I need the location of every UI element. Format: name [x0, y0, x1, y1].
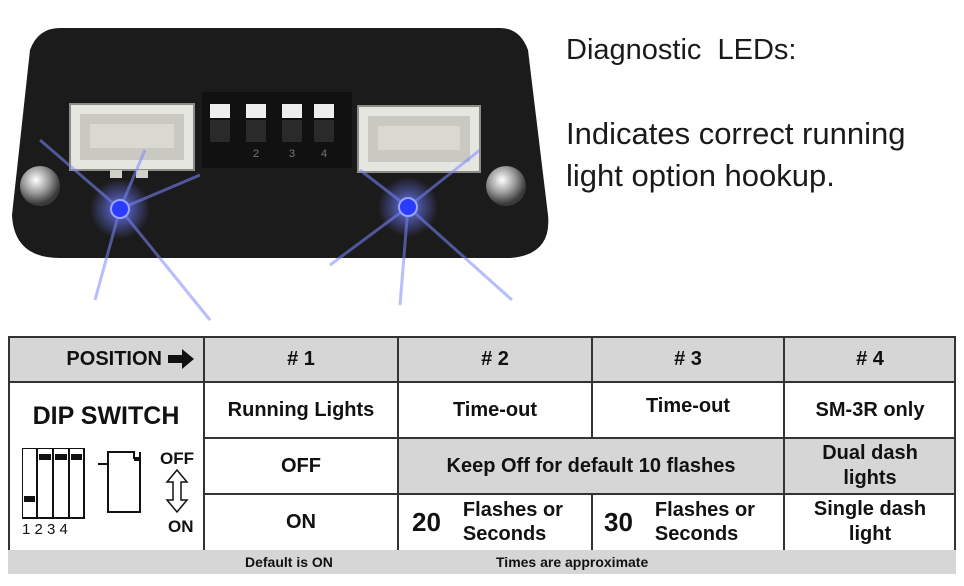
row3-col1: ON — [204, 494, 398, 550]
left-connector — [69, 103, 195, 178]
row2-col4: Dual dash lights — [784, 438, 956, 494]
dip-number-3: 3 — [289, 148, 295, 160]
row1-col2: Time-out — [398, 382, 592, 438]
col-header-4: # 4 — [784, 336, 956, 382]
col-header-3: # 3 — [592, 336, 784, 382]
row3-col3-number: 30 — [604, 506, 633, 537]
col-header-1: # 1 — [204, 336, 398, 382]
footer-times-note: Times are approximate — [496, 554, 649, 570]
module-photo: 2 3 4 — [12, 28, 549, 321]
dip-switch-diagram: 1 2 3 4 OFF ON — [22, 448, 194, 538]
left-led — [110, 199, 130, 219]
row2-merged: Keep Off for default 10 flashes — [398, 438, 784, 494]
position-header: POSITION — [8, 336, 204, 382]
footer-default-note: Default is ON — [245, 554, 333, 570]
arrow-right-icon — [168, 349, 194, 369]
row3-col4: Single dash light — [784, 494, 956, 550]
diagnostic-description: Indicates correct running light option h… — [566, 116, 906, 193]
row3-col2-number: 20 — [412, 506, 441, 537]
right-screw — [486, 166, 526, 206]
dip-switch-table: POSITION # 1 # 2 # 3 # 4 DIP SWITCH 1 2 … — [8, 336, 956, 550]
dip-switch-label: DIP SWITCH — [32, 402, 180, 430]
left-screw — [20, 166, 60, 206]
row1-col4: SM-3R only — [784, 382, 956, 438]
row3-col2-text: Flashes or Seconds — [462, 499, 563, 545]
row1-col1: Running Lights — [204, 382, 398, 438]
diagram-on-label: ON — [168, 517, 194, 536]
row3-col3-text: Flashes or Seconds — [654, 499, 755, 545]
right-led — [398, 197, 418, 217]
dip-switch-block: 2 3 4 — [202, 92, 352, 168]
right-connector — [357, 105, 481, 173]
table-footer: Default is ON Times are approximate — [8, 550, 956, 574]
row3-col3: 30 Flashes or Seconds — [592, 494, 784, 550]
diagnostic-title: Diagnostic LEDs: — [566, 34, 797, 66]
col-header-2: # 2 — [398, 336, 592, 382]
row2-col1: OFF — [204, 438, 398, 494]
dip-number-2: 2 — [253, 148, 259, 160]
row1-col3: Time-out — [592, 382, 784, 438]
row3-col2: 20 Flashes or Seconds — [398, 494, 592, 550]
diagram-numbers: 1 2 3 4 — [22, 521, 68, 538]
updown-arrow-icon — [165, 468, 189, 514]
position-label: POSITION — [66, 347, 162, 370]
dip-number-4: 4 — [321, 148, 327, 160]
diagram-off-label: OFF — [160, 449, 194, 468]
